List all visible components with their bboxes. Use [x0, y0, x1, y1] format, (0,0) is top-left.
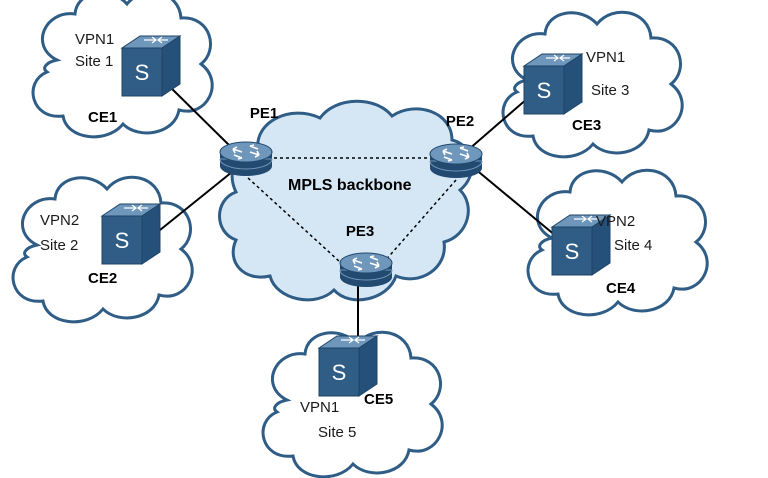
- site3-vpn: VPN1: [586, 49, 625, 66]
- pe2-label: PE2: [446, 113, 474, 130]
- site5-name: Site 5: [318, 424, 356, 441]
- switch-icon: [101, 203, 161, 265]
- backbone-label: MPLS backbone: [288, 177, 412, 194]
- site1-ce: CE1: [88, 109, 117, 126]
- switch-icon: [121, 35, 181, 97]
- link-pe2-pe3: [383, 179, 457, 263]
- router-icon: [339, 252, 393, 288]
- router-icon: [219, 141, 273, 177]
- pe3-label: PE3: [346, 223, 374, 240]
- switch-icon: [523, 53, 583, 115]
- link-ce1-pe1: [164, 81, 233, 149]
- link-ce2-pe1: [159, 171, 233, 231]
- site4-name: Site 4: [614, 237, 652, 254]
- link-pe1-pe3: [247, 177, 341, 263]
- pe1-label: PE1: [250, 105, 278, 122]
- site5-ce: CE5: [364, 391, 393, 408]
- site2-name: Site 2: [40, 237, 78, 254]
- switch-icon: [318, 335, 378, 397]
- link-ce4-pe2: [473, 167, 557, 237]
- link-ce3-pe2: [467, 97, 529, 151]
- site4-ce: CE4: [606, 280, 636, 297]
- site3-name: Site 3: [591, 82, 629, 99]
- mpls-backbone-cloud: [218, 99, 474, 302]
- site3-ce: CE3: [572, 117, 601, 134]
- site4-vpn: VPN2: [596, 213, 635, 230]
- site1-vpn: VPN1: [75, 31, 114, 48]
- site2-ce: CE2: [88, 270, 117, 287]
- site1-name: Site 1: [75, 53, 113, 70]
- site2-vpn: VPN2: [40, 212, 79, 229]
- site5-vpn: VPN1: [300, 399, 339, 416]
- router-icon: [429, 143, 483, 179]
